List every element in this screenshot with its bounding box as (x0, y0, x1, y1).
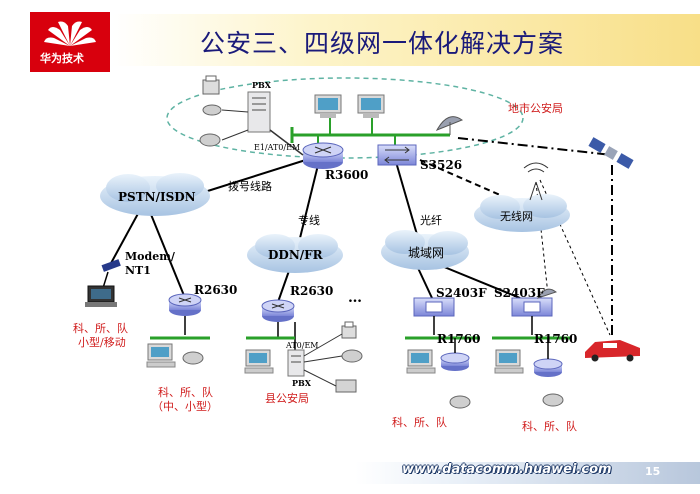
laptop-icon (85, 285, 117, 307)
switch-s3526-icon (377, 144, 417, 166)
satellite-icon (588, 137, 634, 169)
pbx-county-label: PBX (292, 378, 311, 388)
unit-metro-b: 科、所、队 (522, 420, 577, 433)
router-r2630a-icon (168, 293, 202, 316)
unit-small-mobile-line1: 科、所、队 (73, 322, 128, 335)
cloud-pstn (100, 173, 210, 216)
phone-icon-county-2 (335, 379, 357, 393)
city-bureau-label: 地市公安局 (508, 102, 563, 115)
link-modem-laptop (102, 271, 109, 289)
router-r1760a-icon (440, 352, 470, 371)
huawei-logo (30, 12, 110, 72)
leased-line-label: 专线 (298, 214, 320, 227)
link-satellite (457, 137, 613, 156)
modem-icon (101, 259, 121, 272)
ddn-label: DDN/FR (268, 248, 323, 262)
radio-tower-icon (523, 162, 549, 201)
fiber-label: 光纤 (420, 214, 442, 227)
logo-petals-icon (44, 21, 96, 46)
cloud-metro (381, 230, 469, 270)
computer-icon-r2630a (146, 343, 176, 368)
link-s3526-metro (395, 161, 419, 239)
r1760a-label: R1760 (437, 332, 481, 346)
satellite-dish-icon-2 (536, 288, 558, 299)
cloud-ddn (247, 234, 343, 273)
pstn-label: PSTN/ISDN (118, 190, 196, 204)
phone-icon-s2403fa (449, 395, 471, 409)
phone-icon-r2630a (182, 351, 204, 365)
satellite-dish-icon (435, 116, 464, 135)
page-title: 公安三、四级网一体化解决方案 (200, 29, 565, 58)
nt1-label: NT1 (125, 264, 151, 277)
s3526-label: S3526 (420, 158, 463, 172)
fax-icon (202, 75, 220, 95)
link-pstn-modem (109, 209, 141, 266)
modem-label: Modem/ (125, 250, 175, 263)
router-r1760b-icon (533, 358, 563, 377)
unit-metro-a: 科、所、队 (392, 416, 447, 429)
unit-small-mobile-line2: 小型/移动 (78, 336, 126, 349)
computer-icon-s2403fb (494, 349, 524, 374)
r2630b-label: R2630 (290, 284, 334, 298)
at0-em-label: AT0/EM (286, 341, 319, 350)
link-r3600-ddn (299, 164, 319, 239)
r3600-label: R3600 (325, 168, 369, 182)
link-pstn-r2630a (149, 211, 186, 299)
logo-text: 华为技术 (40, 52, 84, 65)
metro-label: 城域网 (408, 246, 445, 260)
link-ddn-r2630b (277, 267, 291, 303)
link-metro-s2403a (417, 267, 433, 299)
phone-icon-s2403fb (542, 393, 564, 407)
link-tower-car (539, 179, 611, 336)
unit-mid-small-line2: （中、小型） (152, 400, 218, 413)
phone-icon-county-1 (341, 349, 363, 363)
footer-bar (355, 462, 700, 484)
s2403fb-label: S2403F (494, 286, 545, 300)
s2403fa-label: S2403F (436, 286, 487, 300)
dial-line-label: 拨号线路 (228, 180, 272, 193)
computer-icon-city-2 (357, 94, 385, 118)
unit-mid-small-line1: 科、所、队 (158, 386, 213, 399)
wireless-label: 无线网 (500, 210, 533, 223)
title-bar (112, 14, 700, 66)
fax-icon-county (341, 321, 357, 339)
link-metro-s2403b (431, 261, 521, 299)
cloud-wireless (474, 194, 570, 232)
computer-icon-s2403fa (406, 349, 436, 374)
r2630a-label: R2630 (194, 283, 238, 297)
computer-icon-r2630b (244, 349, 274, 374)
router-r3600-icon (302, 142, 344, 169)
police-car-icon (585, 340, 640, 362)
router-r2630b-icon (261, 299, 295, 322)
switch-s2403fb-icon (511, 297, 553, 317)
phone-icon-top (199, 133, 221, 147)
link-r3600-pstn (194, 157, 313, 196)
switch-s2403fa-icon (413, 297, 455, 317)
ellipsis-label: … (348, 290, 362, 306)
r1760b-label: R1760 (534, 332, 578, 346)
pbx-top-icon (247, 91, 271, 133)
link-s3526-wireless (419, 159, 501, 196)
pbx-top-label: PBX (252, 80, 271, 90)
e1-label: E1/AT0/EM (254, 143, 301, 152)
footer-url: www.datacomm.huawei.com (402, 462, 612, 477)
city-bureau-boundary (166, 77, 524, 159)
pbx-county-icon (287, 349, 305, 377)
phone-icon-top2 (202, 104, 222, 116)
computer-icon-city-1 (314, 94, 342, 118)
page-number: 15 (645, 465, 661, 478)
county-bureau-label: 县公安局 (265, 392, 309, 405)
